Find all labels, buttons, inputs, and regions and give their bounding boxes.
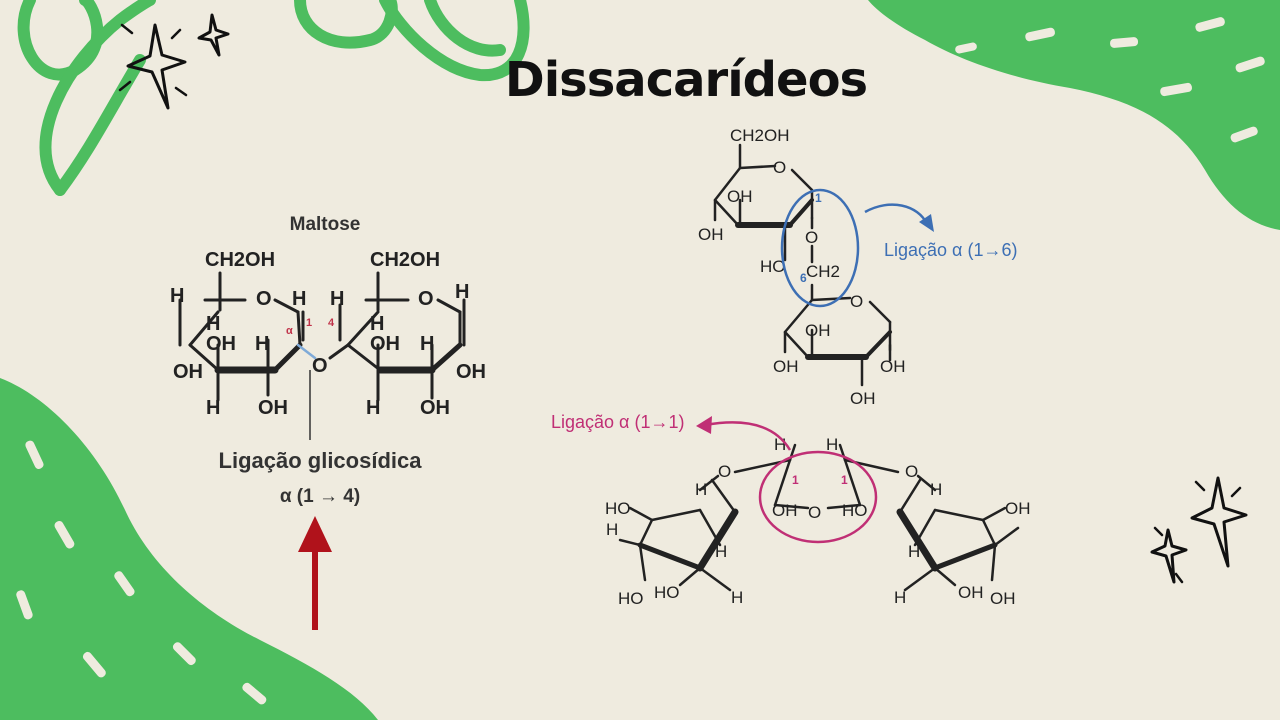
isomaltose-bond-highlight	[780, 188, 860, 308]
svg-text:H: H	[330, 288, 344, 310]
trehalose-bond-highlight	[758, 450, 878, 544]
svg-text:OH: OH	[258, 397, 288, 419]
svg-text:OH: OH	[206, 333, 236, 355]
slide-title: Dissacarídeos	[504, 52, 868, 108]
svg-text:H: H	[826, 435, 838, 454]
svg-text:OH: OH	[173, 361, 203, 383]
isomaltose-ch2oh: CH2OH	[730, 126, 790, 145]
svg-text:OH: OH	[456, 361, 486, 383]
svg-text:H: H	[695, 480, 707, 499]
svg-text:HO: HO	[842, 501, 868, 520]
svg-text:OH: OH	[1005, 499, 1031, 518]
svg-text:H: H	[420, 333, 434, 355]
svg-text:OH: OH	[772, 501, 798, 520]
isomaltose-carbon-1: 1	[815, 191, 822, 205]
svg-text:O: O	[718, 462, 731, 481]
svg-text:HO: HO	[605, 499, 631, 518]
svg-text:H: H	[366, 397, 380, 419]
svg-text:H: H	[255, 333, 269, 355]
svg-text:O: O	[850, 292, 863, 311]
svg-text:OH: OH	[850, 389, 876, 408]
svg-text:H: H	[455, 281, 469, 303]
isomaltose-label: Ligação α (1→6)	[884, 240, 1018, 260]
trehalose-carbon-1-right: 1	[841, 473, 848, 487]
svg-text:OH: OH	[727, 187, 753, 206]
svg-text:OH: OH	[698, 225, 724, 244]
green-blob-top-right	[868, 0, 1280, 230]
sparkle-icon	[118, 13, 1248, 584]
svg-text:H: H	[894, 588, 906, 607]
svg-text:O: O	[805, 228, 818, 247]
svg-text:H: H	[206, 397, 220, 419]
svg-text:H: H	[606, 520, 618, 539]
red-arrow-icon	[298, 516, 332, 630]
magenta-curved-arrow-icon	[696, 416, 792, 451]
svg-text:H: H	[292, 288, 306, 310]
maltose-bridge-oxygen: O	[312, 355, 328, 377]
svg-text:HO: HO	[618, 589, 644, 608]
svg-text:OH: OH	[958, 583, 984, 602]
svg-text:O: O	[773, 158, 786, 177]
svg-text:H: H	[908, 542, 920, 561]
blob-dashes-top-right	[955, 17, 1265, 143]
svg-text:OH: OH	[370, 333, 400, 355]
maltose-carbon-4: 4	[328, 317, 335, 329]
ch2oh-right: CH2OH	[370, 249, 440, 271]
maltose-caption: Ligação glicosídica	[218, 448, 422, 473]
green-loops-top-left	[17, 0, 530, 196]
svg-text:O: O	[256, 288, 272, 310]
trehalose-label: Ligação α (1→1)	[551, 412, 685, 432]
svg-text:OH: OH	[773, 357, 799, 376]
svg-text:O: O	[418, 288, 434, 310]
green-blob-bottom-left	[0, 378, 378, 720]
maltose-title: Maltose	[289, 214, 361, 235]
maltose-alpha: α	[286, 325, 293, 337]
svg-text:H: H	[930, 480, 942, 499]
svg-text:H: H	[170, 285, 184, 307]
svg-text:H: H	[206, 313, 220, 335]
blue-curved-arrow-icon	[864, 203, 934, 232]
blob-dashes-bottom-left	[16, 440, 267, 705]
svg-text:HO: HO	[760, 257, 786, 276]
maltose-carbon-1: 1	[306, 317, 312, 329]
maltose-caption-bond: α (1 → 4)	[279, 486, 361, 507]
ch2oh-left: CH2OH	[205, 249, 275, 271]
svg-text:H: H	[715, 542, 727, 561]
svg-text:HO: HO	[654, 583, 680, 602]
trehalose-bridge-oxygen: O	[808, 503, 821, 522]
svg-text:OH: OH	[805, 321, 831, 340]
svg-text:H: H	[731, 588, 743, 607]
svg-text:OH: OH	[990, 589, 1016, 608]
svg-text:OH: OH	[420, 397, 450, 419]
trehalose-carbon-1-left: 1	[792, 473, 799, 487]
svg-text:O: O	[905, 462, 918, 481]
svg-text:CH2: CH2	[806, 262, 840, 281]
svg-text:H: H	[370, 313, 384, 335]
svg-text:OH: OH	[880, 357, 906, 376]
isomaltose-carbon-6: 6	[800, 271, 807, 285]
